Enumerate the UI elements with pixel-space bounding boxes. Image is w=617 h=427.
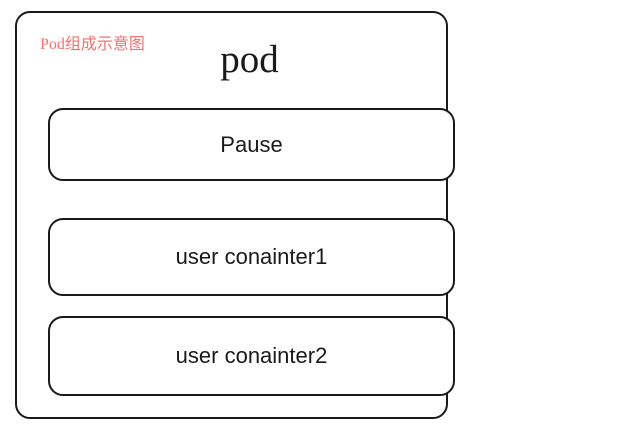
user-container1-label: user conainter1	[175, 244, 328, 269]
user-container1-box: user conainter1	[48, 218, 455, 296]
pod-title: pod	[220, 38, 279, 81]
pause-container-label: Pause	[220, 131, 283, 157]
diagram-caption: Pod组成示意图	[40, 36, 145, 53]
user-container2-box: user conainter2	[48, 316, 455, 396]
user-container2-label: user conainter2	[175, 343, 328, 368]
pod-outer-container: Pod组成示意图 pod Pause user conainter1 user …	[15, 11, 455, 419]
pause-container-box: Pause	[48, 108, 455, 181]
